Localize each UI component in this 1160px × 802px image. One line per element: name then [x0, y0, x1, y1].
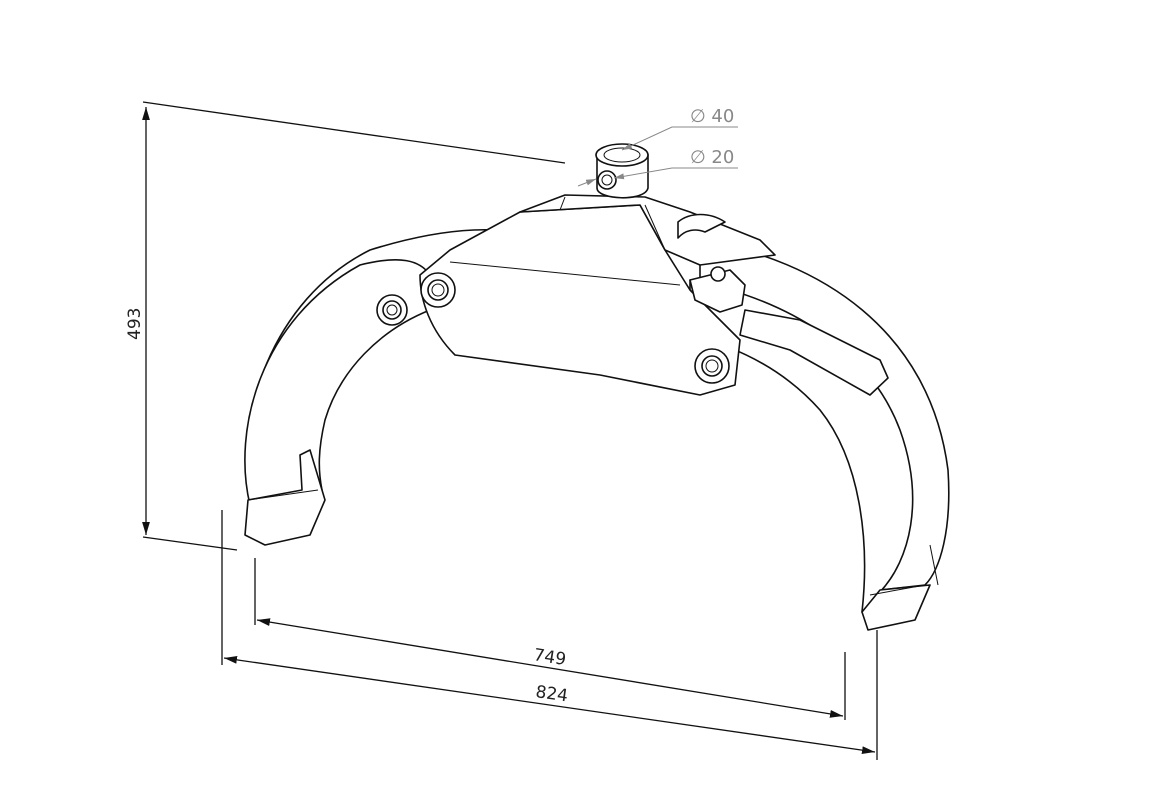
width-dimensions: 749 824 [221, 510, 878, 760]
height-value: 493 [125, 308, 145, 340]
height-dimension: 493 [125, 101, 566, 551]
pin-center [420, 272, 456, 308]
diameter-callouts: ∅ 40 ∅ 20 [577, 106, 738, 187]
grapple-body [419, 194, 889, 396]
pivot-pins [376, 272, 730, 384]
outer-width-value: 824 [534, 682, 569, 706]
diameter-20-label: ∅ 20 [690, 147, 734, 168]
swivel-boss [595, 143, 649, 199]
diameter-40-label: ∅ 40 [690, 106, 734, 127]
pin-right [694, 348, 730, 384]
pin-left [376, 294, 408, 326]
